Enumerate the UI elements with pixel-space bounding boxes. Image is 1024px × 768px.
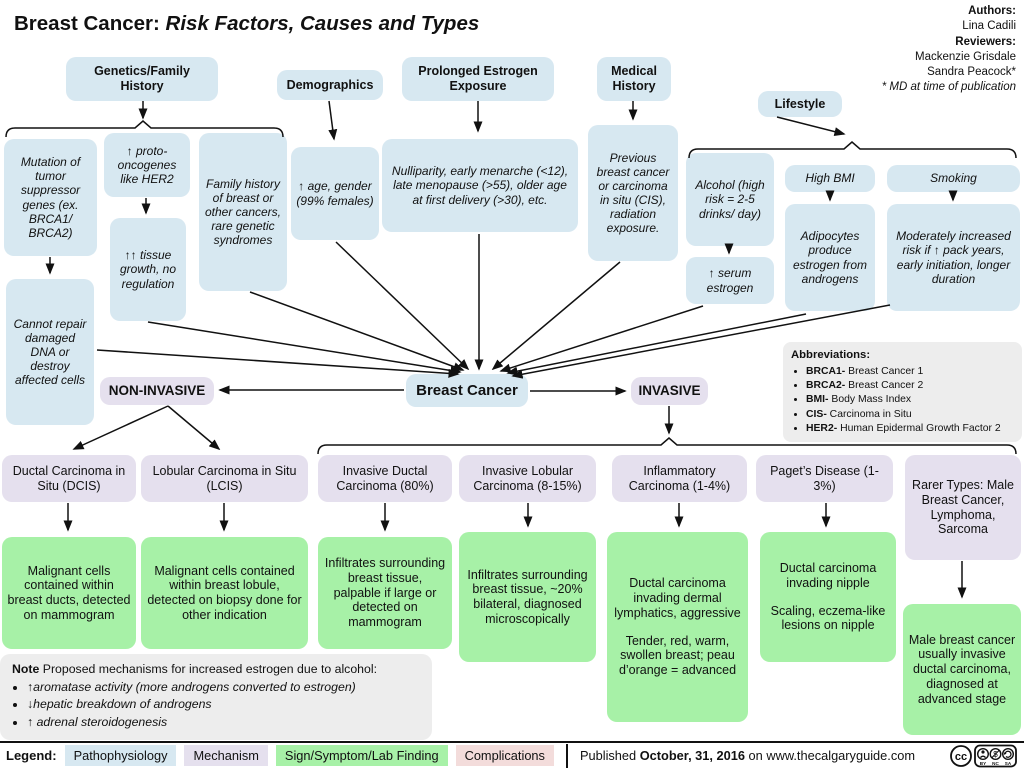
cc-glyph: cc <box>955 751 967 763</box>
type-lcis: Lobular Carcinoma in Situ (LCIS) <box>141 455 308 502</box>
node-adipocytes: Adipocytes produce estrogen from androge… <box>785 204 875 311</box>
note-intro: Proposed mechanisms for increased estrog… <box>39 662 378 676</box>
abbreviation-item: BRCA2- Breast Cancer 2 <box>806 379 1014 393</box>
abbreviation-term: HER2- <box>806 423 838 435</box>
node-invasive: INVASIVE <box>631 377 708 405</box>
node-smoking: Smoking <box>887 165 1020 192</box>
node-breast-cancer: Breast Cancer <box>406 374 528 407</box>
node-smoking-risk: Moderately increased risk if ↑ pack year… <box>887 204 1020 311</box>
category-medical-history: Medical History <box>597 57 671 101</box>
abbreviation-definition: Body Mass Index <box>828 394 912 406</box>
finding-inflammatory: Ductal carcinoma invading dermal lymphat… <box>607 532 748 722</box>
category-estrogen-exposure: Prolonged Estrogen Exposure <box>402 57 554 101</box>
node-serum-estrogen: ↑ serum estrogen <box>686 257 774 304</box>
note-item: ↑ adrenal steroidogenesis <box>27 714 420 731</box>
type-invasive-lobular: Invasive Lobular Carcinoma (8-15%) <box>459 455 596 502</box>
category-lifestyle: Lifestyle <box>758 91 842 117</box>
finding-pagets: Ductal carcinoma invading nipple Scaling… <box>760 532 896 662</box>
abbreviation-definition: Human Epidermal Growth Factor 2 <box>837 423 1001 435</box>
node-alcohol: Alcohol (high risk = 2-5 drinks/ day) <box>686 153 774 246</box>
type-pagets-disease: Paget’s Disease (1-3%) <box>756 455 893 502</box>
finding-pagets-mechanism: Ductal carcinoma invading nipple <box>779 561 877 590</box>
authors-label: Authors: <box>968 5 1016 17</box>
published-text: Published October, 31, 2016 on www.theca… <box>580 748 915 763</box>
node-mutation-tumor-suppressor: Mutation of tumor suppressor genes (ex. … <box>4 139 97 256</box>
legend-mechanism: Mechanism <box>184 745 268 766</box>
type-dcis: Ductal Carcinoma in Situ (DCIS) <box>2 455 136 502</box>
abbreviation-term: BRCA1- <box>806 365 846 377</box>
abbreviation-term: BRCA2- <box>806 379 846 391</box>
finding-male-breast-cancer: Male breast cancer usually invasive duct… <box>903 604 1021 735</box>
node-high-bmi: High BMI <box>785 165 875 192</box>
finding-inflammatory-signs: Tender, red, warm, swollen breast; peau … <box>618 633 737 678</box>
node-nulliparity: Nulliparity, early menarche (<12), late … <box>382 139 578 232</box>
abbreviation-item: HER2- Human Epidermal Growth Factor 2 <box>806 422 1014 436</box>
abbreviations-title: Abbreviations: <box>791 349 871 361</box>
category-genetics: Genetics/Family History <box>66 57 218 101</box>
type-inflammatory: Inflammatory Carcinoma (1-4%) <box>612 455 747 502</box>
cc-by-label: BY <box>980 761 986 766</box>
note-box: Note Proposed mechanisms for increased e… <box>0 654 432 740</box>
finding-dcis: Malignant cells contained within breast … <box>2 537 136 649</box>
abbreviation-definition: Carcinoma in Situ <box>826 408 912 420</box>
reviewer-name: Sandra Peacock* <box>927 66 1016 79</box>
footer-divider <box>565 743 568 768</box>
legend-label: Legend: <box>6 748 57 763</box>
abbreviation-definition: Breast Cancer 1 <box>845 365 924 377</box>
author-name: Lina Cadili <box>962 20 1016 33</box>
legend-sign-symptom: Sign/Symptom/Lab Finding <box>275 745 448 766</box>
node-cannot-repair-dna: Cannot repair damaged DNA or destroy aff… <box>6 279 94 425</box>
finding-lcis: Malignant cells contained within breast … <box>141 537 308 649</box>
legend-pathophysiology: Pathophysiology <box>64 745 177 766</box>
abbreviation-term: CIS- <box>806 408 827 420</box>
abbreviation-item: BMI- Body Mass Index <box>806 393 1014 407</box>
abbreviation-item: CIS- Carcinoma in Situ <box>806 408 1014 422</box>
page-title-prefix: Breast Cancer: <box>14 12 166 35</box>
node-proto-oncogenes: ↑ proto-oncogenes like HER2 <box>104 133 190 197</box>
type-invasive-ductal: Invasive Ductal Carcinoma (80%) <box>318 455 452 502</box>
published-prefix: Published <box>579 748 640 763</box>
finding-pagets-signs: Scaling, eczema-like lesions on nipple <box>770 603 886 633</box>
type-rarer-types: Rarer Types: Male Breast Cancer, Lymphom… <box>905 455 1021 560</box>
abbreviation-term: BMI- <box>806 394 829 406</box>
cc-license-icon: cc BY NC SA $ <box>950 744 1017 767</box>
node-non-invasive: NON-INVASIVE <box>100 377 214 405</box>
note-heading: Note Proposed mechanisms for increased e… <box>12 661 420 678</box>
page-title: Breast Cancer: Risk Factors, Causes and … <box>14 12 479 36</box>
finding-invasive-lobular: Infiltrates surrounding breast tissue, ~… <box>459 532 596 662</box>
abbreviations-list: BRCA1- Breast Cancer 1 BRCA2- Breast Can… <box>791 365 1014 437</box>
footer-bar: Legend: Pathophysiology Mechanism Sign/S… <box>0 741 1024 768</box>
abbreviations-box: Abbreviations: BRCA1- Breast Cancer 1 BR… <box>783 342 1022 442</box>
reviewers-label: Reviewers: <box>955 35 1016 48</box>
abbreviation-item: BRCA1- Breast Cancer 1 <box>806 365 1014 379</box>
note-item: ↑aromatase activity (more androgens conv… <box>27 679 420 696</box>
reviewer-name: Mackenzie Grisdale <box>915 50 1016 63</box>
cc-nc-label: NC <box>992 761 999 766</box>
node-family-history: Family history of breast or other cancer… <box>199 133 287 291</box>
finding-inflammatory-mechanism: Ductal carcinoma invading dermal lymphat… <box>614 576 741 620</box>
node-previous-cancer: Previous breast cancer or carcinoma in s… <box>588 125 678 261</box>
published-date: October, 31, 2016 <box>639 748 745 763</box>
cc-sa-label: SA <box>1005 761 1012 766</box>
note-item: ↓hepatic breakdown of androgens <box>27 696 420 713</box>
abbreviation-definition: Breast Cancer 2 <box>845 379 924 391</box>
published-site: on www.thecalgaryguide.com <box>745 748 916 763</box>
legend-complications: Complications <box>455 745 554 766</box>
note-label: Note <box>12 662 40 676</box>
node-age-gender: ↑ age, gender (99% females) <box>291 147 379 240</box>
node-tissue-growth: ↑↑ tissue growth, no regulation <box>110 218 186 321</box>
page-title-italic: Risk Factors, Causes and Types <box>165 12 480 35</box>
note-list: ↑aromatase activity (more androgens conv… <box>12 679 420 731</box>
category-demographics: Demographics <box>277 70 383 100</box>
credits-footnote: * MD at time of publication <box>881 81 1016 94</box>
credits-block: Authors: Lina Cadili Reviewers: Mackenzi… <box>882 4 1016 96</box>
cc-license-badge: cc BY NC SA $ <box>950 744 1018 768</box>
finding-invasive-ductal: Infiltrates surrounding breast tissue, p… <box>318 537 452 649</box>
